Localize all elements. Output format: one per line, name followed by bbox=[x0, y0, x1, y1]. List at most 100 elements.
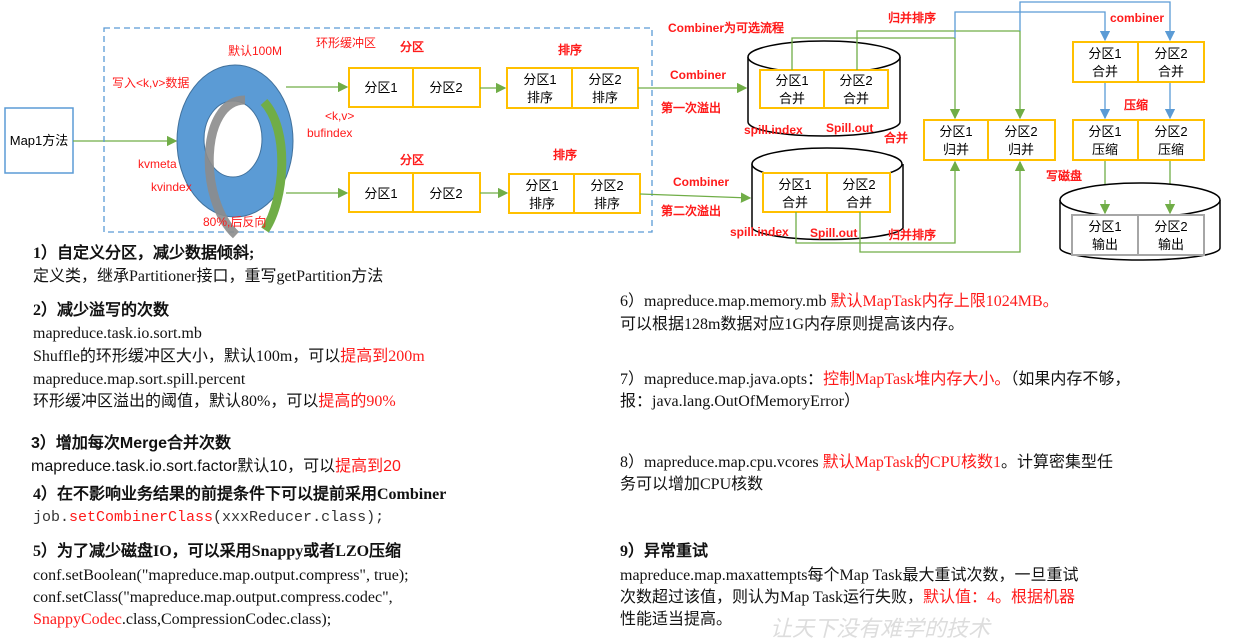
note-7-line: 7）mapreduce.map.java.opts：控制MapTask堆内存大小… bbox=[620, 370, 1130, 388]
connector bbox=[795, 160, 961, 244]
sort-p1: 分区1 bbox=[523, 72, 556, 87]
note-6-line: 6）mapreduce.map.memory.mb 默认MapTask内存上限1… bbox=[620, 292, 1059, 310]
compress-p2: 分区2 bbox=[1154, 124, 1187, 139]
compress-p1-sub: 压缩 bbox=[1092, 142, 1118, 157]
second-spill-label: 第二次溢出 bbox=[661, 203, 721, 218]
combiner-label-right: combiner bbox=[1110, 11, 1164, 25]
compress-p1: 分区1 bbox=[1088, 124, 1121, 139]
sort-p1: 分区1 bbox=[525, 178, 558, 193]
merge-p2: 分区2 bbox=[1004, 124, 1037, 139]
first-spill-label: 第一次溢出 bbox=[661, 100, 721, 115]
merge-p1-sub: 归并 bbox=[943, 142, 969, 157]
map-task-dashed-boundary bbox=[103, 27, 653, 233]
ring-buffer bbox=[176, 64, 294, 239]
combine-p2: 分区2 bbox=[1154, 46, 1187, 61]
note-8-line: 务可以增加CPU核数 bbox=[620, 475, 763, 493]
note-5-line: conf.setClass("mapreduce.map.output.comp… bbox=[33, 589, 393, 606]
compress-label: 压缩 bbox=[1124, 97, 1148, 112]
note-1-line: 定义类，继承Partitioner接口，重写getPartition方法 bbox=[33, 267, 383, 285]
partition-box-bottom bbox=[348, 172, 481, 213]
spill-disk-1 bbox=[747, 40, 901, 137]
sort-p2-sub: 排序 bbox=[592, 90, 618, 105]
spill1-p2-sub: 合并 bbox=[843, 91, 869, 106]
watermark: 让天下没有难学的技术 bbox=[770, 617, 992, 640]
note-3-line: mapreduce.task.io.sort.factor默认10，可以提高到2… bbox=[31, 457, 401, 475]
note-3-title: 3）增加每次Merge合并次数 bbox=[31, 433, 232, 452]
sort-p2: 分区2 bbox=[588, 72, 621, 87]
note-9-title: 9）异常重试 bbox=[620, 541, 708, 560]
note-1-title: 1）自定义分区，减少数据倾斜; bbox=[33, 243, 254, 262]
sort-p2: 分区2 bbox=[590, 178, 623, 193]
kvmeta-label: kvmeta bbox=[138, 157, 177, 171]
merge-p1: 分区1 bbox=[939, 124, 972, 139]
gray-arrow-icon bbox=[204, 95, 246, 239]
ring-buffer-label: 环形缓冲区 bbox=[316, 35, 376, 50]
partition-label-top: 分区 bbox=[400, 39, 424, 54]
sort-label-bottom: 排序 bbox=[553, 147, 577, 162]
compress-p2-sub: 压缩 bbox=[1158, 142, 1184, 157]
connector bbox=[791, 37, 961, 120]
note-7-line: 报：java.lang.OutOfMemoryError） bbox=[620, 392, 860, 410]
write-disk-label: 写磁盘 bbox=[1046, 168, 1082, 183]
spill2-p2-sub: 合并 bbox=[846, 195, 872, 210]
partition-box-top bbox=[348, 67, 481, 108]
merge-box bbox=[923, 119, 1056, 161]
spill-index-label-2: spill.index bbox=[730, 225, 789, 239]
bufindex-label: bufindex bbox=[307, 126, 352, 140]
note-4-line: job.setCombinerClass(xxxReducer.class); bbox=[33, 509, 384, 526]
note-4-title: 4）在不影响业务结果的前提条件下可以提前采用Combiner bbox=[33, 484, 446, 503]
note-5-line: conf.setBoolean("mapreduce.map.output.co… bbox=[33, 567, 409, 584]
spill2-p1-sub: 合并 bbox=[782, 195, 808, 210]
partition-label-bottom: 分区 bbox=[400, 152, 424, 167]
note-8-line: 8）mapreduce.map.cpu.vcores 默认MapTask的CPU… bbox=[620, 452, 1113, 471]
sort-p1-sub: 排序 bbox=[527, 90, 553, 105]
output-p2: 分区2 bbox=[1154, 219, 1187, 234]
spill1-p1-sub: 合并 bbox=[779, 91, 805, 106]
partition-2: 分区2 bbox=[429, 186, 462, 201]
combine-p1: 分区1 bbox=[1088, 46, 1121, 61]
output-p2-sub: 输出 bbox=[1158, 237, 1184, 252]
spill-out-label-2: Spill.out bbox=[810, 226, 857, 240]
merge-label: 合并 bbox=[884, 130, 908, 145]
note-2-line: Shuffle的环形缓冲区大小，默认100m，可以提高到200m bbox=[33, 347, 425, 365]
sort-label-top: 排序 bbox=[558, 42, 582, 57]
spill2-p1: 分区1 bbox=[778, 177, 811, 192]
note-6-line: 可以根据128m数据对应1G内存原则提高该内存。 bbox=[620, 314, 964, 333]
partition-2: 分区2 bbox=[429, 80, 462, 95]
note-9-line: 次数超过该值，则认为Map Task运行失败，默认值：4。根据机器 bbox=[620, 588, 1075, 606]
output-p1: 分区1 bbox=[1088, 219, 1121, 234]
note-5-line: SnappyCodec.class,CompressionCodec.class… bbox=[33, 611, 331, 628]
connector bbox=[856, 30, 1026, 120]
sort-p2-sub: 排序 bbox=[594, 196, 620, 211]
note-2-line: mapreduce.task.io.sort.mb bbox=[33, 325, 202, 342]
spill2-p2: 分区2 bbox=[842, 177, 875, 192]
kv-label: <k,v> bbox=[325, 109, 354, 123]
spill1-p1: 分区1 bbox=[775, 73, 808, 88]
combiner-label-1: Combiner bbox=[670, 68, 726, 82]
kvindex-label: kvindex bbox=[151, 180, 192, 194]
write-kv-label: 写入<k,v>数据 bbox=[112, 75, 189, 90]
combiner-optional-label: Combiner为可选流程 bbox=[668, 20, 784, 35]
note-2-line: 环形缓冲区溢出的阈值，默认80%，可以提高的90% bbox=[33, 392, 396, 410]
note-9-line: 性能适当提高。 bbox=[620, 610, 732, 628]
merge-p2-sub: 归并 bbox=[1008, 142, 1034, 157]
partition-1: 分区1 bbox=[364, 80, 397, 95]
note-9-line: mapreduce.map.maxattempts每个Map Task最大重试次… bbox=[620, 566, 1079, 584]
note-2-title: 2）减少溢写的次数 bbox=[33, 300, 170, 319]
reverse-label: 80%,后反向 bbox=[203, 214, 266, 229]
green-arrow-icon bbox=[260, 98, 287, 233]
sort-p1-sub: 排序 bbox=[529, 196, 555, 211]
default-size-label: 默认100M bbox=[228, 43, 282, 58]
spill-index-label-1: spill.index bbox=[744, 123, 803, 137]
merge-sort-label-top: 归并排序 bbox=[888, 10, 936, 25]
combiner-label-2: Combiner bbox=[673, 175, 729, 189]
spill1-p2: 分区2 bbox=[839, 73, 872, 88]
connector bbox=[1019, 1, 1176, 42]
note-5-title: 5）为了减少磁盘IO，可以采用Snappy或者LZO压缩 bbox=[33, 541, 401, 560]
map-method-label: Map1方法 bbox=[10, 133, 69, 148]
partition-1: 分区1 bbox=[364, 186, 397, 201]
output-p1-sub: 输出 bbox=[1092, 237, 1118, 252]
spill-disk-2 bbox=[751, 147, 904, 241]
combine-p2-sub: 合并 bbox=[1158, 64, 1184, 79]
